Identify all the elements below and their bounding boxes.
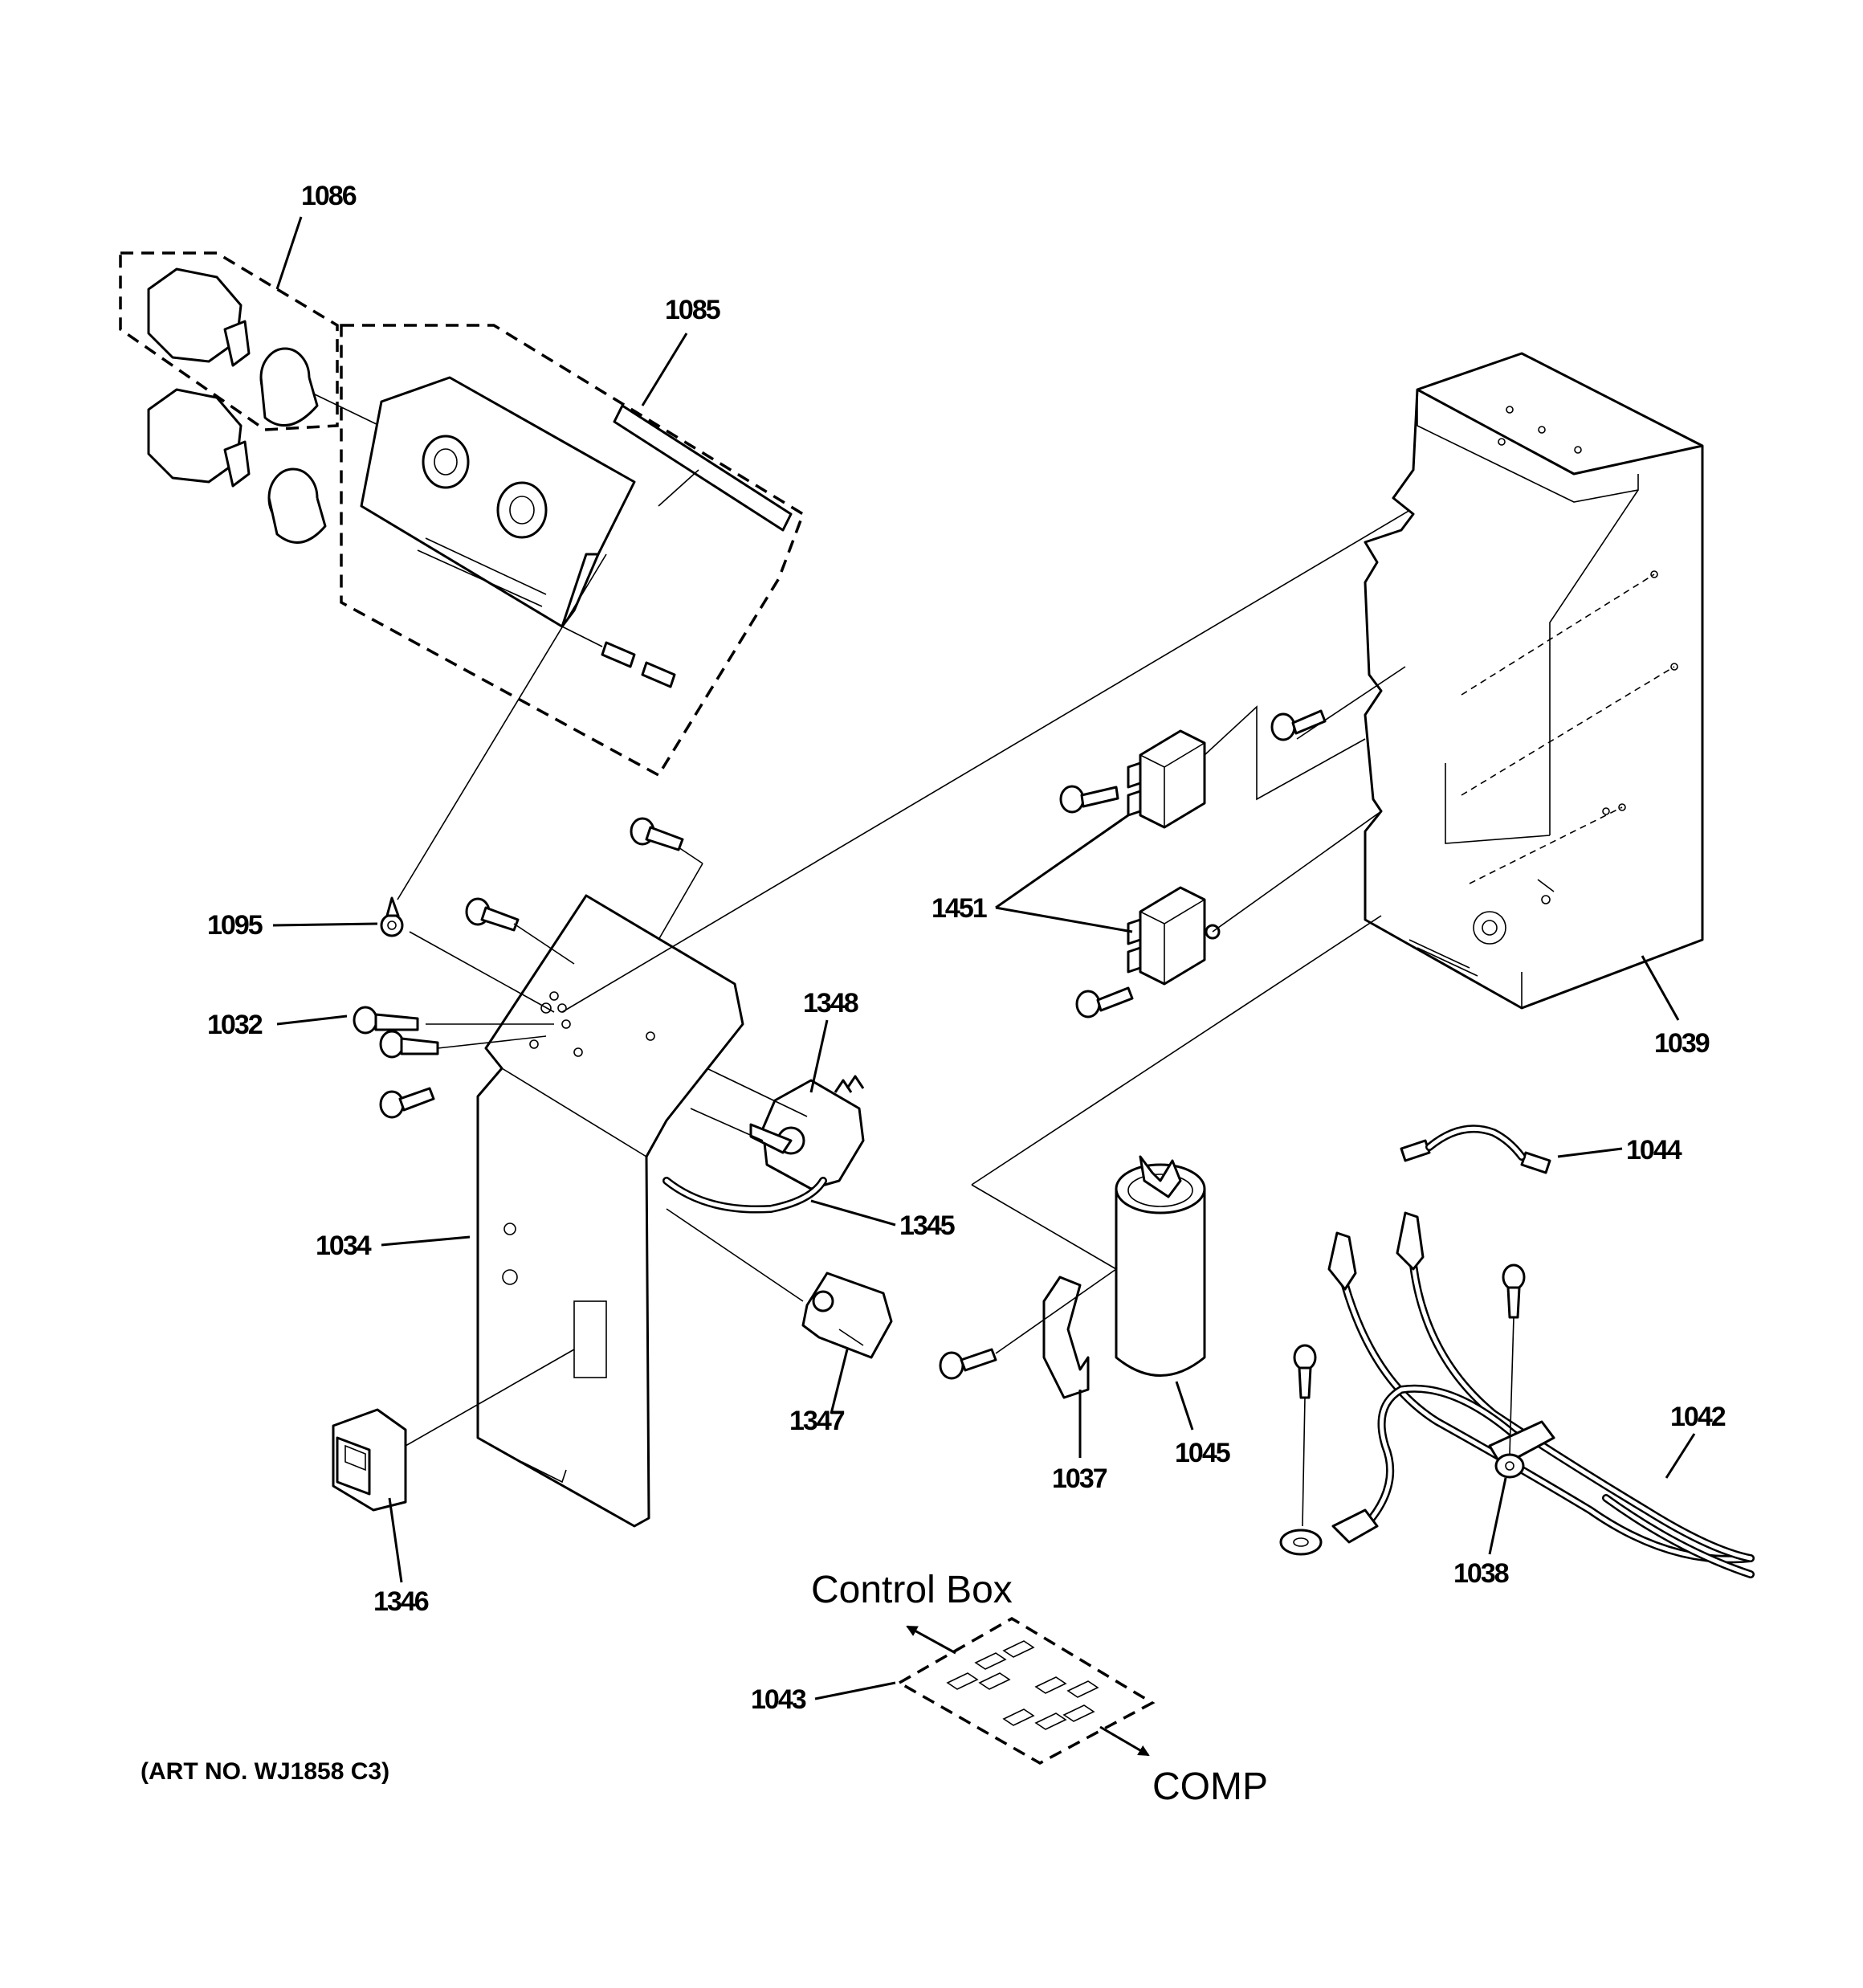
screw-icon	[379, 1090, 405, 1119]
panel-clip-right	[641, 661, 676, 688]
rocker-switch-1346	[332, 1349, 575, 1512]
switch-cutout	[573, 1300, 607, 1378]
label-1037: 1037	[1052, 1463, 1107, 1494]
label-1034: 1034	[316, 1231, 372, 1261]
capacitor-mounting-strap	[1042, 1276, 1090, 1399]
screw-icon	[353, 1006, 378, 1035]
capacitor-1045	[1115, 1155, 1206, 1377]
bracket-screws	[353, 429, 1547, 1119]
label-1043: 1043	[751, 1684, 806, 1715]
ground-ring-terminal	[1279, 1529, 1323, 1556]
relay-lower	[1139, 886, 1206, 986]
relay-upper	[1139, 729, 1206, 829]
part-labels: 1086 1085 1095 1032 1348 1345 1034 1347 …	[207, 181, 1727, 1715]
label-1086: 1086	[301, 181, 357, 211]
screw-icon	[379, 1030, 405, 1059]
box-grommet	[1473, 911, 1506, 945]
label-1347: 1347	[789, 1406, 845, 1436]
label-1346: 1346	[373, 1586, 429, 1617]
power-cord-1042	[1279, 1211, 1755, 1578]
switch-1347	[666, 1208, 893, 1359]
screw-icon	[1270, 712, 1296, 741]
control-bracket-body	[476, 894, 744, 1528]
screw-icon	[939, 1351, 964, 1380]
control-box-1039	[1364, 352, 1704, 1010]
panel-group-outline	[340, 324, 805, 778]
label-1348: 1348	[803, 988, 858, 1018]
label-1451: 1451	[932, 893, 987, 924]
label-1038: 1038	[1453, 1558, 1509, 1589]
control-knob-lower	[147, 388, 243, 484]
screw-icon	[1075, 990, 1101, 1018]
label-1095: 1095	[207, 910, 263, 941]
thermostat-1348	[662, 1067, 865, 1214]
label-1085: 1085	[665, 295, 720, 325]
label-1044: 1044	[1626, 1135, 1682, 1165]
terminal-kit-1043	[896, 1616, 1156, 1765]
panel-nameplate-strip	[613, 404, 793, 532]
label-1345: 1345	[899, 1210, 955, 1241]
panel-shaft-hole-right	[496, 481, 548, 539]
relays-1451	[971, 666, 1406, 1186]
knob-assembly	[119, 251, 430, 544]
control-box-annotation: Control Box	[811, 1569, 1013, 1611]
panel-clip-left	[601, 641, 636, 668]
screw-icon	[1059, 785, 1085, 814]
label-1032: 1032	[207, 1010, 263, 1040]
screw-icon	[1502, 1263, 1526, 1291]
knob-group-outline	[119, 251, 339, 431]
selector-switch-body	[801, 1272, 893, 1359]
jumper-wire-1044	[1400, 1125, 1551, 1174]
screw-icon	[1293, 1344, 1317, 1371]
annotations: Control Box COMP (ART NO. WJ1858 C3)	[141, 1569, 1268, 1808]
panel-shaft-hole-left	[422, 435, 470, 489]
comp-annotation: COMP	[1152, 1766, 1268, 1808]
capacitor-terminals	[1139, 1155, 1182, 1198]
cord-terminal-left	[1327, 1231, 1357, 1291]
leader-lines	[272, 216, 1696, 1700]
control-box-housing	[1364, 352, 1704, 1010]
label-1039: 1039	[1654, 1028, 1710, 1059]
capacitor-strap-1037	[939, 1184, 1117, 1399]
ground-lug-1095	[380, 913, 404, 937]
capacitor-body	[1115, 1189, 1206, 1377]
terminal-kit-outline	[896, 1616, 1156, 1765]
control-knob-upper	[147, 267, 243, 363]
label-1045: 1045	[1175, 1438, 1230, 1468]
art-number: (ART NO. WJ1858 C3)	[141, 1758, 389, 1785]
control-panel-assembly	[340, 324, 805, 900]
control-bracket	[476, 894, 744, 1528]
cord-terminal-right	[1396, 1211, 1425, 1271]
label-1042: 1042	[1670, 1402, 1726, 1432]
